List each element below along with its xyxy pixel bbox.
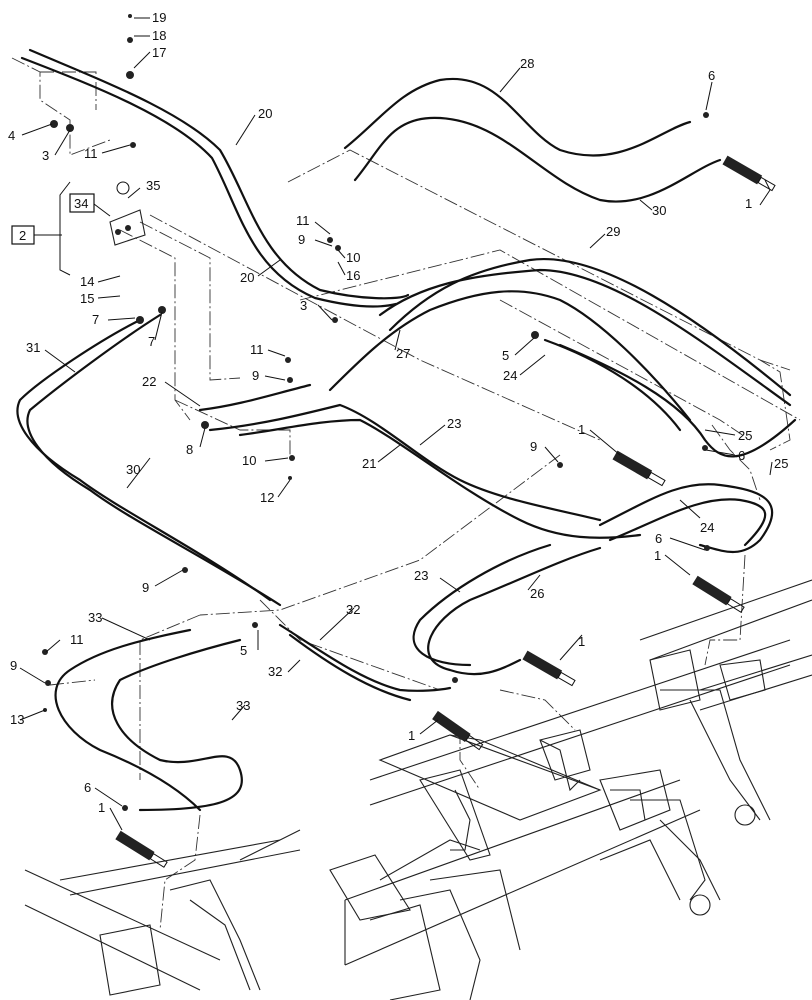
callout-22: 22 [142, 374, 156, 389]
callout-14: 14 [80, 274, 94, 289]
callout-11: 11 [296, 213, 310, 228]
callout-15: 15 [80, 291, 94, 306]
implement-frame [24, 579, 812, 1000]
callout-32: 32 [346, 602, 360, 617]
callout-6: 6 [84, 780, 91, 795]
hydraulic-cylinders [115, 155, 776, 868]
callout-19: 19 [152, 10, 166, 25]
callout-5: 5 [240, 643, 247, 658]
callout-35: 35 [146, 178, 160, 193]
callout-33: 33 [236, 698, 250, 713]
callout-24: 24 [503, 368, 517, 383]
callout-25: 25 [774, 456, 788, 471]
callout-20: 20 [258, 106, 272, 121]
callout-17: 17 [152, 45, 166, 60]
callout-9: 9 [142, 580, 149, 595]
callout-27: 27 [396, 346, 410, 361]
callout-1: 1 [408, 728, 415, 743]
callout-28: 28 [520, 56, 534, 71]
callout-1: 1 [578, 634, 585, 649]
callout-18: 18 [152, 28, 166, 43]
callout-29: 29 [606, 224, 620, 239]
callout-1: 1 [745, 196, 752, 211]
callout-26: 26 [530, 586, 544, 601]
callout-5: 5 [502, 348, 509, 363]
callout-23: 23 [447, 416, 461, 431]
fittings [42, 14, 710, 811]
callout-1: 1 [578, 422, 585, 437]
callout-9: 9 [252, 368, 259, 383]
callout-leader-lines [19, 17, 773, 831]
callout-11: 11 [250, 342, 264, 357]
callout-9: 9 [10, 658, 17, 673]
callout-33: 33 [88, 610, 102, 625]
callout-30: 30 [126, 462, 140, 477]
callout-8: 8 [186, 442, 193, 457]
hydraulic-hoses [16, 48, 797, 812]
callout-20: 20 [240, 270, 254, 285]
callout-30: 30 [652, 203, 666, 218]
callout-7: 7 [148, 334, 155, 349]
callout-13: 13 [10, 712, 24, 727]
callout-1: 1 [98, 800, 105, 815]
callout-3: 3 [42, 148, 49, 163]
callout-4: 4 [8, 128, 15, 143]
boxed-callout-2: 2 [19, 228, 26, 243]
callout-25: 25 [738, 428, 752, 443]
callout-10: 10 [242, 453, 256, 468]
callout-6: 6 [708, 68, 715, 83]
callout-9: 9 [298, 232, 305, 247]
callout-16: 16 [346, 268, 360, 283]
callout-6: 6 [655, 531, 662, 546]
valve-block [59, 181, 146, 276]
boxed-callouts: 34 2 [11, 193, 111, 245]
callout-21: 21 [362, 456, 376, 471]
callout-labels: 19 18 17 20 28 6 4 3 11 35 1 30 11 9 10 … [8, 10, 788, 815]
callout-32: 32 [268, 664, 282, 679]
callout-9: 9 [530, 439, 537, 454]
callout-7: 7 [92, 312, 99, 327]
callout-11: 11 [70, 632, 84, 647]
callout-12: 12 [260, 490, 274, 505]
callout-1: 1 [654, 548, 661, 563]
callout-23: 23 [414, 568, 428, 583]
box-34-outline [69, 193, 95, 213]
callout-31: 31 [26, 340, 40, 355]
callout-24: 24 [700, 520, 714, 535]
assembly-guide-lines [11, 57, 801, 931]
callout-11: 11 [84, 146, 98, 161]
callout-3: 3 [300, 298, 307, 313]
callout-6: 6 [738, 448, 745, 463]
boxed-callout-34: 34 [74, 196, 88, 211]
callout-10: 10 [346, 250, 360, 265]
